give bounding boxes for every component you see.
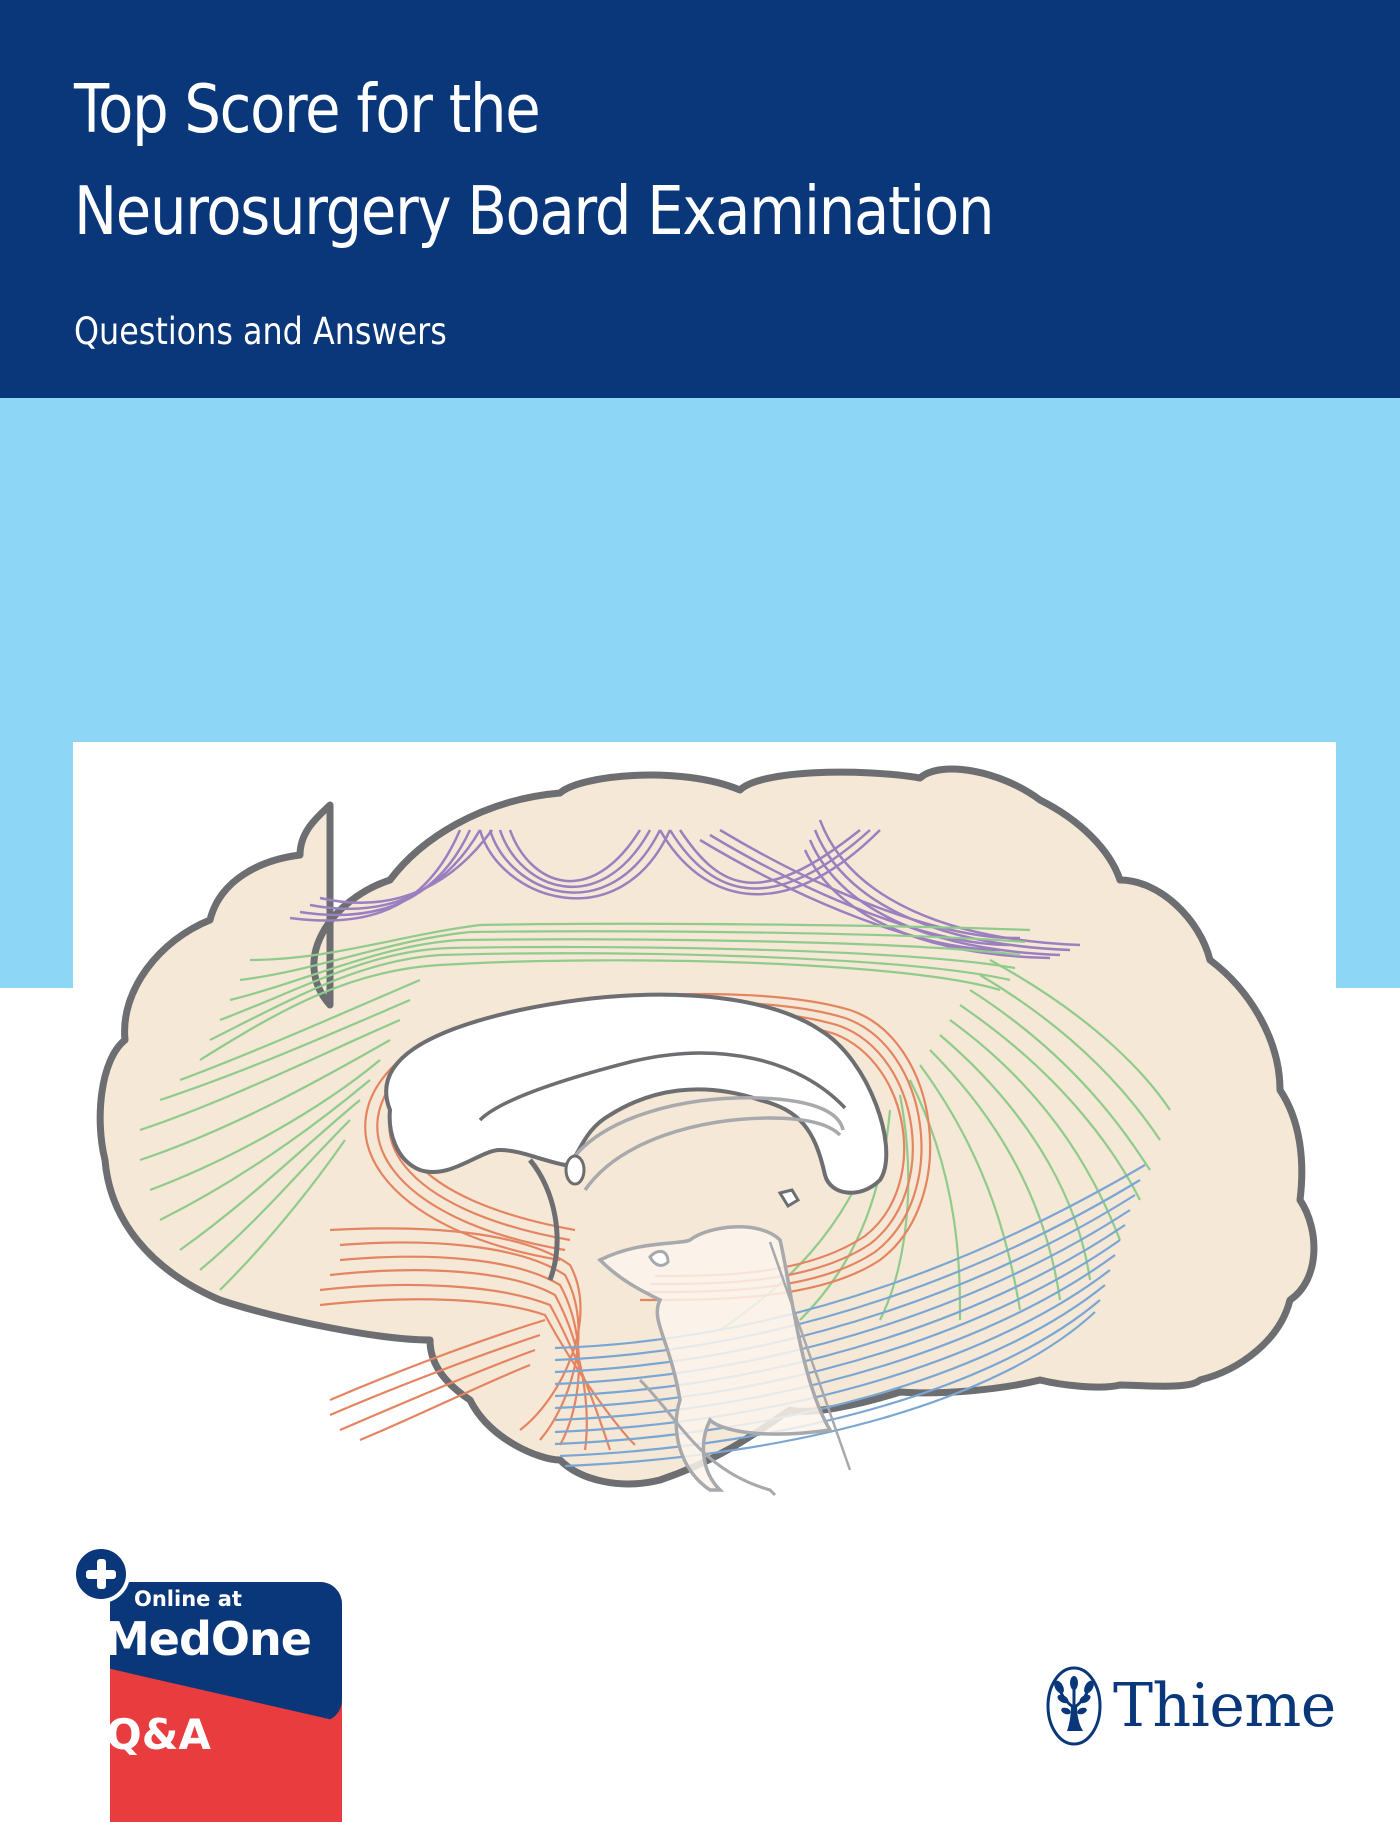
fibers-purple <box>289 819 1081 960</box>
temporal-horn <box>528 1158 560 1281</box>
brainstem-lower-curve <box>638 1378 777 1497</box>
plus-circle-icon <box>72 1545 130 1603</box>
badge-online-label: Online at <box>134 1587 242 1611</box>
thalamus-outline <box>478 1051 847 1122</box>
brainstem-outline <box>597 1225 833 1492</box>
brain-tractography-illustration <box>96 765 1318 1497</box>
illustration-frame <box>73 742 1336 1502</box>
lateral-ventricle <box>384 992 889 1195</box>
book-title: Top Score for the Neurosurgery Board Exa… <box>74 58 994 262</box>
fibers-blue <box>554 1164 1146 1468</box>
title-line-1: Top Score for the <box>74 70 541 148</box>
third-ventricle-foramen <box>777 1188 801 1209</box>
title-line-2: Neurosurgery Board Examination <box>74 172 994 250</box>
medone-badge[interactable]: Online at MedOne Q&A <box>70 1540 342 1822</box>
badge-qa-label: Q&A <box>106 1710 211 1759</box>
title-band: Top Score for the Neurosurgery Board Exa… <box>0 0 1400 398</box>
badge-medone-label: MedOne <box>104 1612 312 1666</box>
book-subtitle: Questions and Answers <box>74 310 447 353</box>
publisher-name: Thieme <box>1113 1671 1336 1741</box>
fibers-green <box>139 922 1171 1331</box>
anterior-commissure <box>564 1154 586 1186</box>
fornix-outline <box>570 1096 845 1162</box>
tree-emblem-icon <box>1046 1666 1102 1746</box>
fornix-outline-inner <box>583 1116 842 1192</box>
brainstem-line <box>768 1241 852 1471</box>
optic-recess <box>648 1249 670 1267</box>
publisher-logo: Thieme <box>1045 1664 1336 1748</box>
